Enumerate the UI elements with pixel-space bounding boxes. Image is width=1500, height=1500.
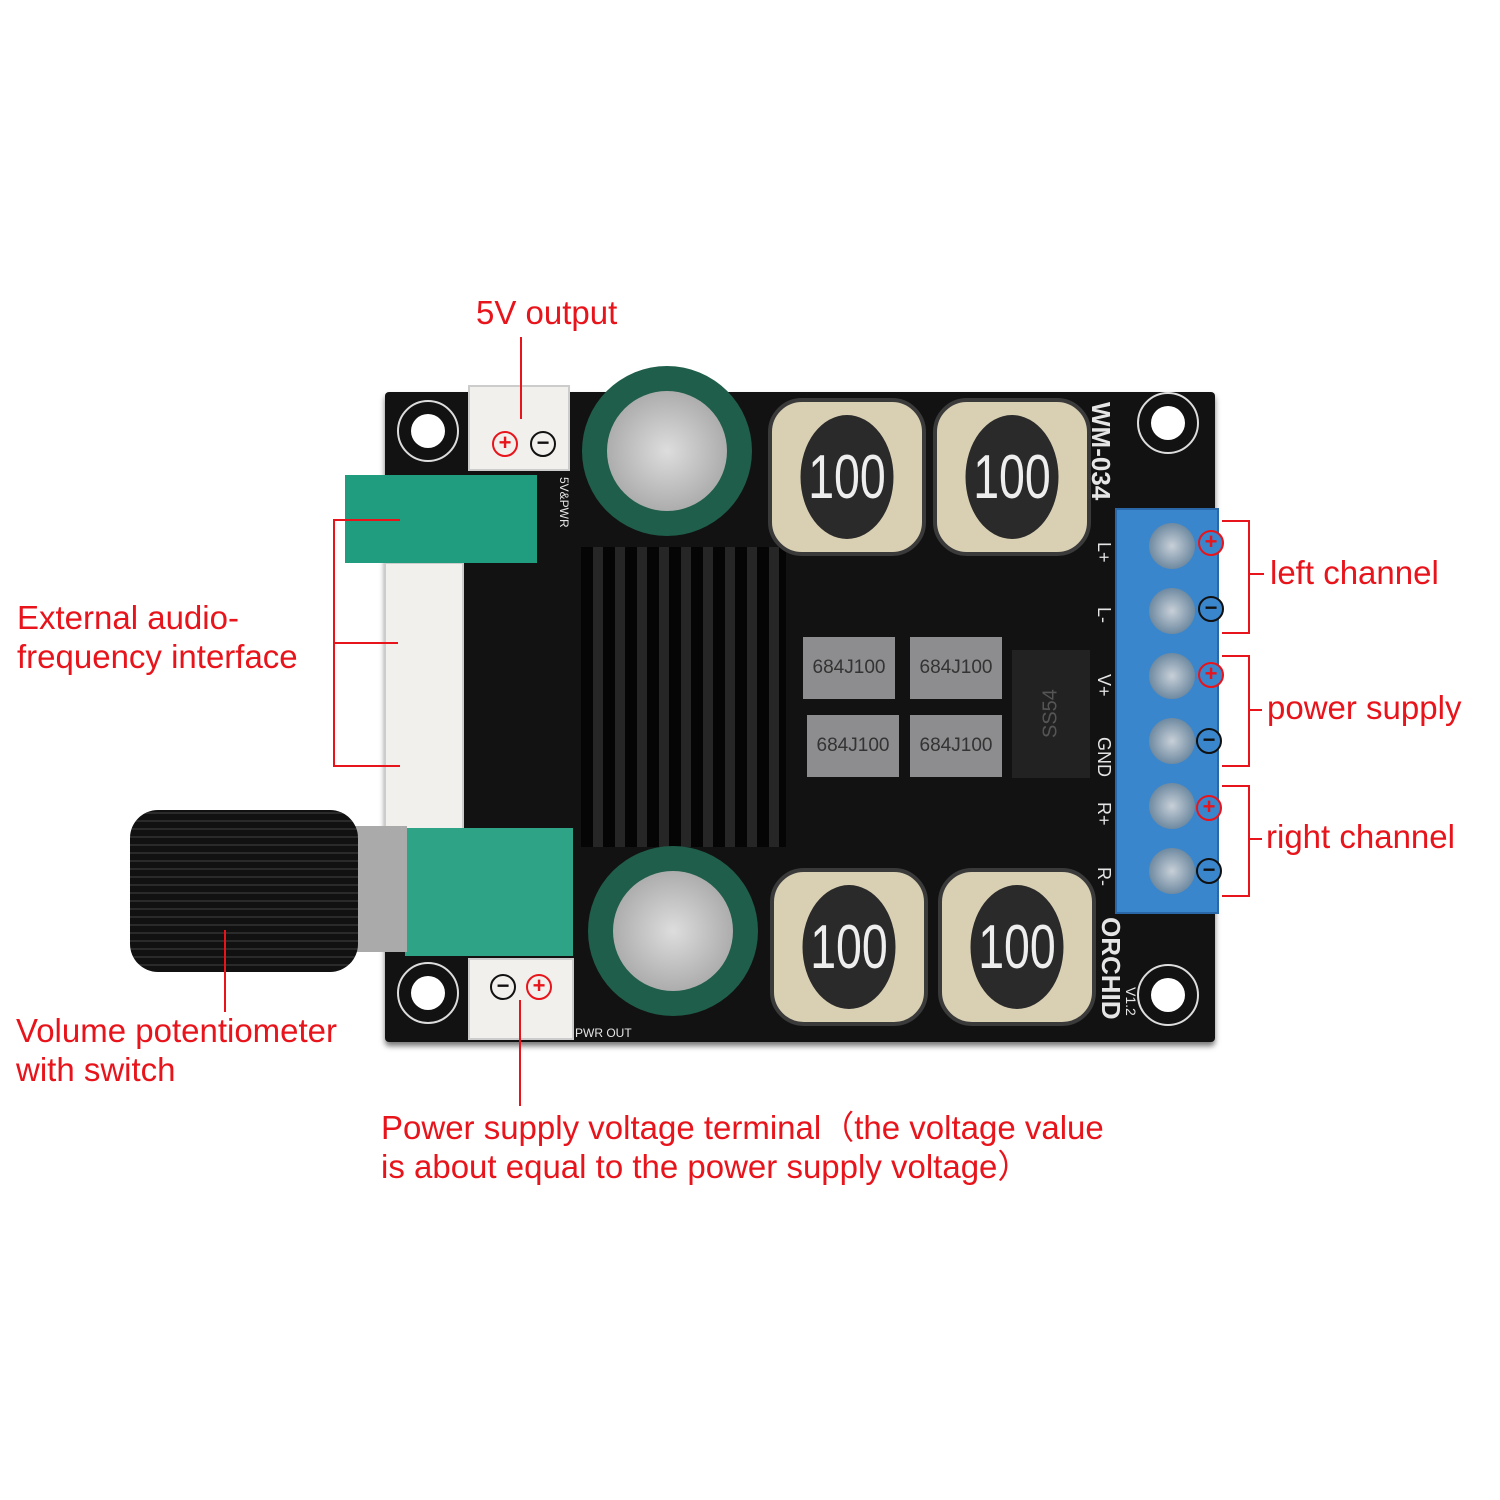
plus-icon: + bbox=[1198, 530, 1224, 556]
leader-line bbox=[1248, 838, 1262, 840]
label-power-supply: power supply bbox=[1267, 689, 1462, 726]
diode: SS54 bbox=[1012, 650, 1090, 778]
inductor: 100 bbox=[933, 398, 1091, 556]
plus-icon: + bbox=[1198, 662, 1224, 688]
brand-silk: ORCHID bbox=[1096, 917, 1126, 1020]
potentiometer-body bbox=[405, 828, 573, 956]
leader-line bbox=[1248, 573, 1264, 575]
label-external-audio-1: External audio- bbox=[17, 599, 239, 636]
potentiometer-shaft bbox=[355, 826, 407, 952]
screw-terminal-block bbox=[1115, 508, 1219, 914]
label-power-terminal-1: Power supply voltage terminal（the voltag… bbox=[381, 1109, 1104, 1146]
label-volume-1: Volume potentiometer bbox=[16, 1012, 338, 1049]
minus-icon: − bbox=[1198, 596, 1224, 622]
screw-terminal[interactable] bbox=[1149, 848, 1195, 894]
mount-hole bbox=[1137, 392, 1199, 454]
film-capacitor: 684J100 bbox=[910, 715, 1002, 777]
plus-icon: + bbox=[526, 974, 552, 1000]
mount-hole bbox=[1137, 964, 1199, 1026]
volume-knob[interactable] bbox=[130, 810, 358, 972]
leader-line bbox=[224, 930, 226, 1012]
film-capacitor: 684J100 bbox=[910, 637, 1002, 699]
film-capacitor: 684J100 bbox=[807, 715, 899, 777]
label-5v-output: 5V output bbox=[476, 294, 618, 331]
model-silk: WM-034 bbox=[1086, 402, 1116, 501]
label-left-channel: left channel bbox=[1270, 554, 1439, 591]
label-power-terminal-2: is about equal to the power supply volta… bbox=[381, 1148, 1031, 1185]
heatsink bbox=[581, 547, 786, 847]
silk-gnd: GND bbox=[1094, 737, 1114, 777]
film-capacitor: 684J100 bbox=[803, 637, 895, 699]
inductor: 100 bbox=[768, 398, 926, 556]
silk-l-minus: L- bbox=[1094, 607, 1114, 624]
screw-terminal[interactable] bbox=[1149, 588, 1195, 634]
leader-line bbox=[520, 337, 522, 419]
electrolytic-capacitor bbox=[588, 846, 758, 1016]
bracket bbox=[1222, 785, 1250, 897]
silk-5v-pwr: 5V&PWR bbox=[557, 477, 571, 528]
minus-icon: − bbox=[1196, 728, 1222, 754]
mount-hole bbox=[397, 962, 459, 1024]
screw-terminal[interactable] bbox=[1149, 718, 1195, 764]
minus-icon: − bbox=[1196, 858, 1222, 884]
screw-terminal[interactable] bbox=[1149, 523, 1195, 569]
screw-terminal[interactable] bbox=[1149, 783, 1195, 829]
inductor: 100 bbox=[770, 868, 928, 1026]
label-external-audio-2: frequency interface bbox=[17, 638, 298, 675]
silk-pwr-out: PWR OUT bbox=[575, 1026, 632, 1040]
minus-icon: − bbox=[490, 974, 516, 1000]
screw-terminal[interactable] bbox=[1149, 653, 1195, 699]
silk-v-plus: V+ bbox=[1094, 674, 1114, 697]
electrolytic-capacitor bbox=[582, 366, 752, 536]
label-right-channel: right channel bbox=[1266, 818, 1455, 855]
silk-r-plus: R+ bbox=[1094, 802, 1114, 826]
plus-icon: + bbox=[1196, 795, 1222, 821]
bracket bbox=[1222, 520, 1250, 634]
plus-icon: + bbox=[492, 431, 518, 457]
leader-line bbox=[1248, 709, 1262, 711]
audio-input-connector bbox=[384, 562, 464, 830]
silk-l-plus: L+ bbox=[1094, 542, 1114, 563]
minus-icon: − bbox=[530, 431, 556, 457]
5v-output-connector: + − bbox=[468, 385, 570, 471]
inductor: 100 bbox=[938, 868, 1096, 1026]
power-out-connector: − + bbox=[468, 958, 574, 1040]
mount-hole bbox=[397, 400, 459, 462]
bracket bbox=[1222, 655, 1250, 767]
version-silk: V1.2 bbox=[1123, 987, 1139, 1016]
label-volume-2: with switch bbox=[16, 1051, 176, 1088]
silk-r-minus: R- bbox=[1094, 867, 1114, 886]
leader-line bbox=[519, 1000, 521, 1106]
leader-line bbox=[333, 642, 398, 644]
